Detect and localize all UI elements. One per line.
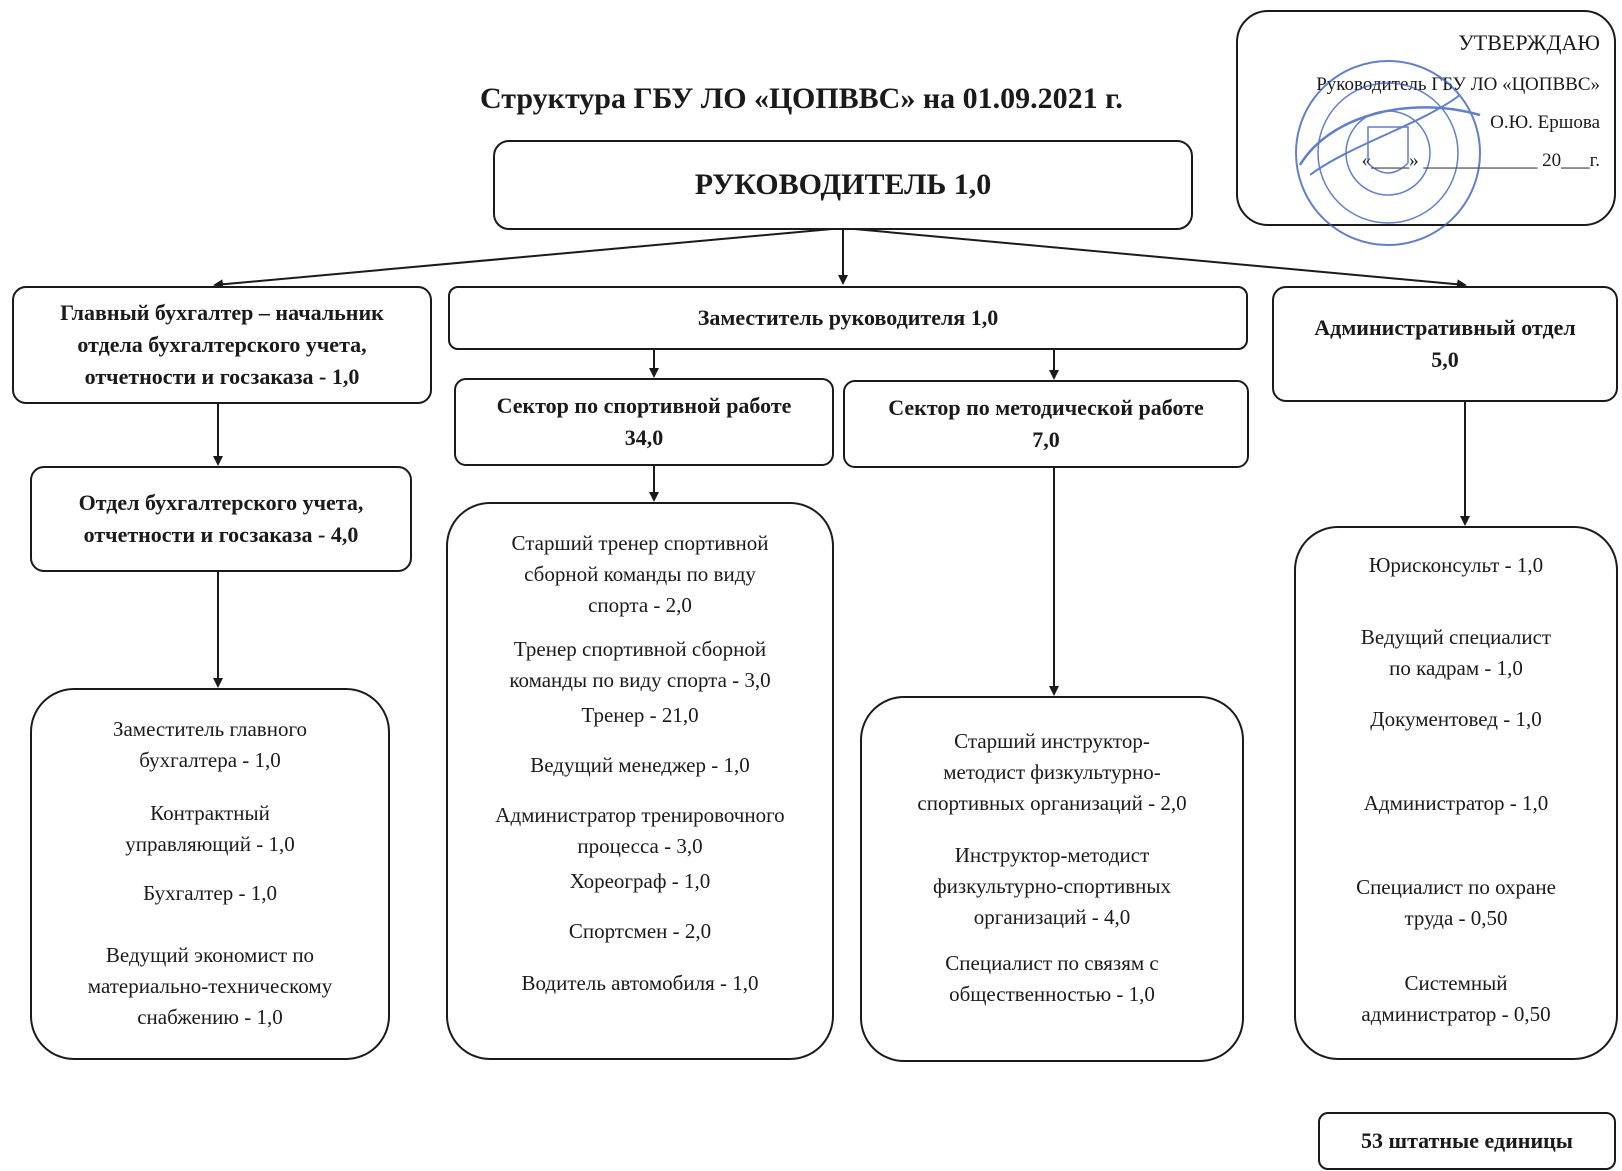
staff-position-line: Ведущий специалист — [1360, 625, 1552, 649]
staff-position-line: Документовед - 1,0 — [1370, 707, 1542, 731]
official-stamp — [1295, 60, 1481, 246]
staff-position-line: Тренер спортивной сборной — [513, 637, 767, 661]
accounting-dept-box: Отдел бухгалтерского учета, отчетности и… — [30, 466, 412, 572]
staff-position-line: спортивных организаций - 2,0 — [917, 791, 1187, 815]
approval-heading: УТВЕРЖДАЮ — [1458, 30, 1600, 55]
staff-position-item: Ведущий менеджер - 1,0 — [448, 750, 832, 781]
staff-position-line: сборной команды по виду — [524, 562, 756, 586]
staff-position-line: Ведущий менеджер - 1,0 — [530, 753, 750, 777]
staff-position-line: бухгалтера - 1,0 — [139, 748, 281, 772]
staff-position-line: Инструктор-методист — [954, 843, 1150, 867]
staff-position-item: Администратор тренировочного процесса - 3… — [448, 800, 832, 862]
staff-position-line: Администратор тренировочного — [495, 803, 785, 827]
staff-position-item: Администратор - 1,0 — [1296, 788, 1616, 819]
method-sector-box: Сектор по методической работе 7,0 — [843, 380, 1249, 468]
admin-dept-box: Административный отдел 5,0 — [1272, 286, 1618, 402]
staff-position-item: Инструктор-методист физкультурно-спортивн… — [862, 840, 1242, 933]
director-label: РУКОВОДИТЕЛЬ 1,0 — [694, 168, 992, 201]
sport-sector-line: Сектор по спортивной работе — [496, 393, 792, 418]
staff-position-line: спорта - 2,0 — [588, 593, 692, 617]
staff-position-line: методист физкультурно- — [943, 760, 1161, 784]
staff-position-line: Старший инструктор- — [954, 729, 1150, 753]
staff-position-line: Системный — [1404, 971, 1508, 995]
staff-position-line: Заместитель главного — [112, 717, 308, 741]
method-sector-line: Сектор по методической работе — [888, 395, 1204, 420]
total-box: 53 штатные единицы — [1318, 1112, 1616, 1170]
approval-line-1: Руководитель ГБУ ЛО «ЦОПВВС» — [1316, 74, 1600, 95]
staff-position-line: Водитель автомобиля - 1,0 — [521, 971, 759, 995]
staff-position-line: Юрисконсульт - 1,0 — [1368, 553, 1544, 577]
method-sector-line: 7,0 — [1032, 427, 1060, 452]
staff-position-item: Водитель автомобиля - 1,0 — [448, 968, 832, 999]
staff-position-item: Старший инструктор-методист физкультурно… — [862, 726, 1242, 819]
staff-position-item: Ведущий экономист по материально-техничес… — [32, 940, 388, 1033]
staff-position-line: Тренер - 21,0 — [581, 703, 699, 727]
staff-position-line: физкультурно-спортивных — [933, 874, 1171, 898]
staff-position-line: Старший тренер спортивной — [511, 531, 769, 555]
approval-line-2: О.Ю. Ершова — [1490, 112, 1600, 133]
sport-staff-list: Старший тренер спортивной сборной команды… — [446, 502, 834, 1060]
staff-position-line: Специалист по охране — [1356, 875, 1556, 899]
approval-line-3: «____» ____________ 20___г. — [1361, 150, 1600, 171]
staff-position-item: Специалист по охране труда - 0,50 — [1296, 872, 1616, 934]
chief-accountant-line: отчетности и госзаказа - 1,0 — [84, 364, 360, 389]
admin-dept-line: Административный отдел — [1314, 315, 1576, 340]
staff-position-line: Специалист по связям с — [945, 951, 1159, 975]
chief-accountant-box: Главный бухгалтер – начальник отдела бух… — [12, 286, 432, 404]
staff-position-item: Специалист по связям с общественностью - … — [862, 948, 1242, 1010]
staff-position-line: процесса - 3,0 — [577, 834, 703, 858]
staff-position-item: Спортсмен - 2,0 — [448, 916, 832, 947]
sport-sector-box: Сектор по спортивной работе 34,0 — [454, 378, 834, 466]
staff-position-line: администратор - 0,50 — [1361, 1002, 1551, 1026]
staff-position-line: Контрактный — [150, 801, 270, 825]
deputy-label: Заместитель руководителя 1,0 — [697, 305, 999, 330]
staff-position-line: снабжению - 1,0 — [137, 1005, 283, 1029]
chief-accountant-line: Главный бухгалтер – начальник — [60, 300, 384, 325]
staff-position-item: Бухгалтер - 1,0 — [32, 878, 388, 909]
method-staff-list: Старший инструктор-методист физкультурно… — [860, 696, 1244, 1062]
staff-position-line: управляющий - 1,0 — [125, 832, 295, 856]
staff-position-item: Тренер - 21,0 — [448, 700, 832, 731]
staff-position-line: общественностью - 1,0 — [949, 982, 1155, 1006]
accounting-dept-line: Отдел бухгалтерского учета, — [78, 490, 364, 515]
staff-position-item: Контрактный управляющий - 1,0 — [32, 798, 388, 860]
admin-dept-line: 5,0 — [1431, 347, 1459, 372]
staff-position-line: труда - 0,50 — [1404, 906, 1508, 930]
staff-position-item: Тренер спортивной сборной команды по виду… — [448, 634, 832, 696]
staff-position-line: Ведущий экономист по — [105, 943, 315, 967]
staff-position-line: Администратор - 1,0 — [1363, 791, 1549, 815]
sport-sector-line: 34,0 — [624, 425, 664, 450]
staff-position-line: организаций - 4,0 — [973, 905, 1131, 929]
staff-position-line: материально-техническому — [87, 974, 333, 998]
page-title: Структура ГБУ ЛО «ЦОПВВС» на 01.09.2021 … — [480, 82, 1123, 115]
staff-position-line: по кадрам - 1,0 — [1389, 656, 1523, 680]
staff-position-item: Ведущий специалист по кадрам - 1,0 — [1296, 622, 1616, 684]
staff-position-item: Хореограф - 1,0 — [448, 866, 832, 897]
accounting-dept-line: отчетности и госзаказа - 4,0 — [83, 522, 359, 547]
staff-position-item: Системный администратор - 0,50 — [1296, 968, 1616, 1030]
staff-position-item: Заместитель главного бухгалтера - 1,0 — [32, 714, 388, 776]
staff-position-line: Спортсмен - 2,0 — [568, 919, 712, 943]
director-box: РУКОВОДИТЕЛЬ 1,0 — [493, 140, 1193, 230]
staff-position-line: Хореограф - 1,0 — [569, 869, 711, 893]
staff-position-item: Документовед - 1,0 — [1296, 704, 1616, 735]
approval-block: УТВЕРЖДАЮ Руководитель ГБУ ЛО «ЦОПВВС» О… — [1236, 10, 1616, 226]
staff-position-item: Старший тренер спортивной сборной команды… — [448, 528, 832, 621]
chief-accountant-line: отдела бухгалтерского учета, — [77, 332, 367, 357]
staff-position-item: Юрисконсульт - 1,0 — [1296, 550, 1616, 581]
staff-position-line: Бухгалтер - 1,0 — [143, 881, 277, 905]
staff-position-line: команды по виду спорта - 3,0 — [509, 668, 771, 692]
deputy-box: Заместитель руководителя 1,0 — [448, 286, 1248, 350]
total-label: 53 штатные единицы — [1361, 1128, 1573, 1153]
